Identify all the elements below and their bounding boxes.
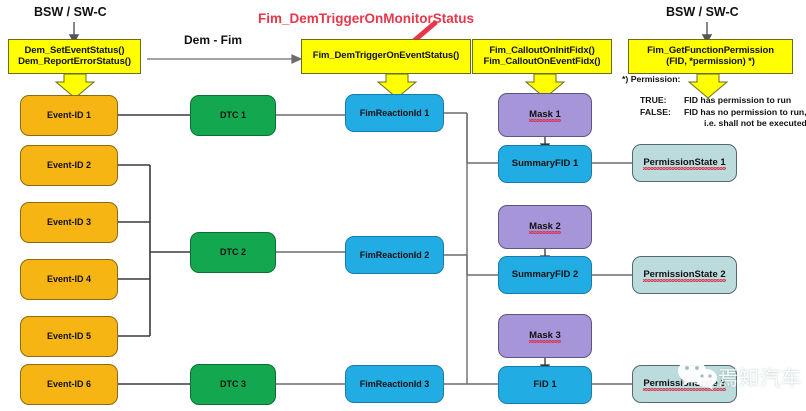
- event-id-1-label: Event-ID 1: [46, 110, 91, 121]
- fim-trigger-box[interactable]: Fim_DemTriggerOnEventStatus(): [301, 39, 471, 74]
- event-id-5-node[interactable]: Event-ID 5: [20, 316, 118, 357]
- dtc-2-node[interactable]: DTC 2: [190, 232, 276, 273]
- mask-2-label: Mask 2: [529, 220, 561, 235]
- label-bsw-swc-right: BSW / SW-C: [666, 5, 739, 19]
- fim-reaction-id-3-node[interactable]: FimReactionId 3: [345, 365, 444, 403]
- permission-note-heading: *) Permission:: [622, 74, 681, 84]
- mask-3-label: Mask 3: [529, 329, 561, 344]
- permission-state-1-label: PermissionState 1: [643, 156, 727, 171]
- event-id-4-node[interactable]: Event-ID 4: [20, 259, 118, 300]
- event-id-1-node[interactable]: Event-ID 1: [20, 95, 118, 136]
- fim-reaction-id-1-label: FimReactionId 1: [359, 107, 430, 118]
- permission-note-row: i.e. shall not be executed: [640, 118, 806, 130]
- fim-permission-line-2: (FID, *permission) *): [666, 55, 755, 67]
- label-bsw-swc-left: BSW / SW-C: [34, 5, 107, 19]
- fim-reaction-id-3-label: FimReactionId 3: [359, 378, 430, 389]
- dem-api-box[interactable]: Dem_SetEventStatus() Dem_ReportErrorStat…: [8, 39, 141, 74]
- label-fim-demtriggeronmonitorstatus: Fim_DemTriggerOnMonitorStatus: [258, 11, 475, 26]
- permission-note-row: TRUE: FID has permission to run: [640, 95, 806, 107]
- fim-reaction-id-1-node[interactable]: FimReactionId 1: [345, 94, 444, 132]
- permission-state-2-node[interactable]: PermissionState 2: [632, 256, 737, 294]
- fim-callout-box[interactable]: Fim_CalloutOnInitFidx() Fim_CalloutOnEve…: [472, 39, 612, 74]
- permission-state-3-node[interactable]: PermissionState 3: [632, 365, 737, 403]
- event-id-6-node[interactable]: Event-ID 6: [20, 364, 118, 405]
- label-dem-fim: Dem - Fim: [184, 33, 243, 47]
- dtc-2-label: DTC 2: [219, 247, 246, 258]
- fim-callout-line-1: Fim_CalloutOnInitFidx(): [489, 44, 595, 56]
- mask-3-node[interactable]: Mask 3: [498, 314, 592, 358]
- permission-note-value-true: FID has permission to run: [684, 95, 792, 105]
- mask-1-node[interactable]: Mask 1: [498, 93, 592, 137]
- permission-note-row: FALSE: FID has no permission to run,: [640, 107, 806, 119]
- fim-permission-box[interactable]: Fim_GetFunctionPermission (FID, *permiss…: [628, 39, 793, 74]
- dtc-3-node[interactable]: DTC 3: [190, 364, 276, 405]
- fim-permission-line-1: Fim_GetFunctionPermission: [647, 44, 774, 56]
- event-id-2-node[interactable]: Event-ID 2: [20, 145, 118, 186]
- fid-1-label: FiD 1: [533, 378, 557, 390]
- fim-trigger-line-1: Fim_DemTriggerOnEventStatus(): [312, 50, 460, 62]
- permission-note-value-false: FID has no permission to run,: [684, 106, 806, 117]
- fid-1-node[interactable]: FiD 1: [498, 366, 592, 404]
- summary-fid-2-node[interactable]: SummaryFID 2: [498, 256, 592, 294]
- event-id-3-node[interactable]: Event-ID 3: [20, 202, 118, 243]
- dtc-1-label: DTC 1: [219, 110, 246, 121]
- dem-api-line-1: Dem_SetEventStatus(): [24, 44, 125, 56]
- fim-reaction-id-2-node[interactable]: FimReactionId 2: [345, 236, 444, 274]
- permission-state-2-label: PermissionState 2: [643, 268, 727, 283]
- dem-api-line-2: Dem_ReportErrorStatus(): [18, 55, 131, 67]
- dtc-1-node[interactable]: DTC 1: [190, 95, 276, 136]
- dtc-3-label: DTC 3: [219, 379, 246, 390]
- permission-note-key-false: FALSE:: [640, 106, 671, 117]
- permission-note-body: TRUE: FID has permission to run FALSE: F…: [640, 95, 806, 130]
- permission-state-3-label: PermissionState 3: [643, 377, 727, 392]
- summary-fid-1-label: SummaryFID 1: [511, 157, 579, 169]
- mask-2-node[interactable]: Mask 2: [498, 205, 592, 249]
- event-id-5-label: Event-ID 5: [46, 331, 91, 342]
- summary-fid-2-label: SummaryFID 2: [511, 268, 579, 280]
- permission-note-key-true: TRUE:: [640, 95, 667, 105]
- fim-reaction-id-2-label: FimReactionId 2: [359, 249, 430, 260]
- event-id-2-label: Event-ID 2: [46, 160, 91, 171]
- event-id-6-label: Event-ID 6: [46, 379, 91, 390]
- permission-note-value-cont: i.e. shall not be executed: [704, 118, 806, 129]
- event-id-3-label: Event-ID 3: [46, 217, 91, 228]
- permission-note-key-cont: [640, 118, 678, 130]
- mask-1-label: Mask 1: [529, 108, 561, 123]
- permission-state-1-node[interactable]: PermissionState 1: [632, 144, 737, 182]
- event-id-4-label: Event-ID 4: [46, 274, 91, 285]
- fim-callout-line-2: Fim_CalloutOnEventFidx(): [483, 55, 601, 67]
- summary-fid-1-node[interactable]: SummaryFID 1: [498, 145, 592, 183]
